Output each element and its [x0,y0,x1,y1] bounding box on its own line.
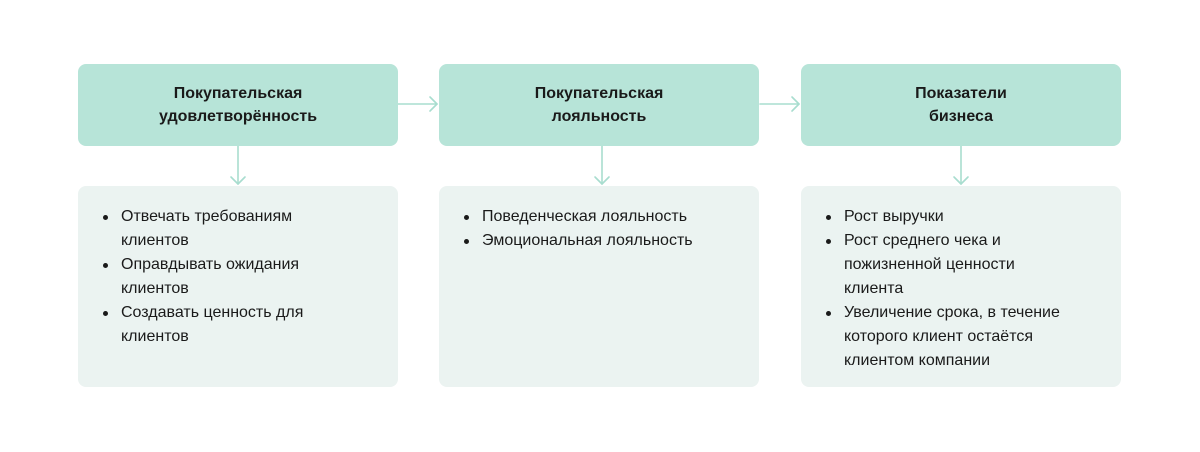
detail-box-loyalty: Поведенческая лояльность Эмоциональная л… [439,186,759,387]
list-item: Эмоциональная лояльность [463,229,723,253]
arrow-down-icon [953,145,969,185]
detail-box-satisfaction: Отвечать требованиям клиентов Оправдыват… [78,186,398,387]
arrow-down-icon [594,145,610,185]
header-box-satisfaction: Покупательская удовлетворённость [78,64,398,146]
arrow-right-icon [759,96,800,112]
header-box-loyalty: Покупательская лояльность [439,64,759,146]
bullet-list: Рост выручки Рост среднего чека и пожизн… [825,205,1075,373]
list-item: Оправдывать ожидания клиентов [102,253,317,301]
list-item: Рост выручки [825,205,1075,229]
arrow-down-icon [230,145,246,185]
list-item: Увеличение срока, в течение которого кли… [825,301,1075,373]
bullet-list: Отвечать требованиям клиентов Оправдыват… [102,205,317,349]
header-box-business-metrics: Показатели бизнеса [801,64,1121,146]
bullet-list: Поведенческая лояльность Эмоциональная л… [463,205,723,253]
header-title: Покупательская удовлетворённость [158,85,318,125]
detail-box-business-metrics: Рост выручки Рост среднего чека и пожизн… [801,186,1121,387]
header-title: Показатели бизнеса [915,85,1007,125]
arrow-right-icon [397,96,438,112]
list-item: Поведенческая лояльность [463,205,723,229]
list-item: Отвечать требованиям клиентов [102,205,317,253]
list-item: Создавать ценность для клиентов [102,301,317,349]
header-title: Покупательская лояльность [534,85,664,125]
list-item: Рост среднего чека и пожизненной ценност… [825,229,1075,301]
